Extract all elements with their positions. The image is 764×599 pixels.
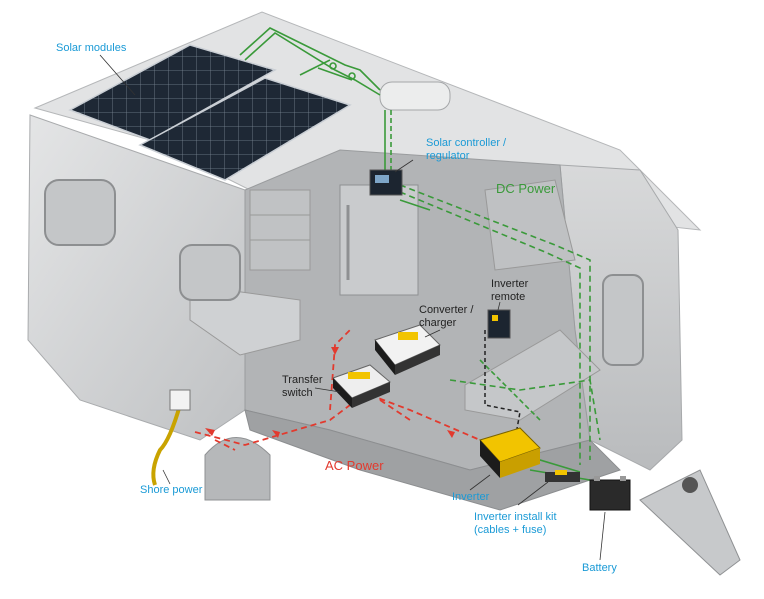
transfer-switch-device [332, 364, 391, 408]
shore-power-cable [151, 404, 182, 486]
leader-lines [99, 54, 606, 561]
label-transfer-switch: Transfer switch [282, 374, 323, 399]
shore-power-inlet [169, 389, 191, 411]
overhead-cabinet [484, 179, 576, 271]
label-shore-power: Shore power [140, 484, 203, 496]
shelf-unit [249, 189, 311, 271]
battery-device [589, 476, 631, 511]
label-inverter: Inverter [452, 491, 490, 503]
window-rear [602, 274, 644, 366]
fridge [339, 184, 419, 296]
solar-panel-2 [138, 77, 352, 181]
label-battery: Battery [582, 562, 617, 574]
label-solar-controller: Solar controller / regulator [426, 137, 507, 162]
dc-wiring [239, 27, 601, 481]
label-inverter-install-kit: Inverter install kit (cables + fuse) [474, 511, 557, 536]
wheel-arch [204, 437, 271, 501]
install-kit-device [545, 470, 580, 482]
seat-bench [189, 284, 301, 356]
ac-arrows [205, 347, 455, 438]
roof-vent [379, 81, 451, 111]
inverter-remote-device [487, 309, 511, 339]
window-door [179, 244, 241, 301]
label-inverter-remote: Inverter remote [491, 278, 529, 303]
rear-bench [464, 329, 601, 421]
label-solar-modules: Solar modules [56, 42, 127, 54]
inverter-device [479, 427, 541, 478]
label-dc-power: DC Power [496, 181, 556, 196]
solar-panel-1 [68, 44, 277, 141]
jockey-wheel [682, 477, 698, 493]
a-frame-drawbar [639, 469, 741, 576]
remote-cable [484, 330, 521, 441]
ac-wiring [194, 329, 481, 451]
caravan-floor [244, 409, 621, 511]
label-converter-charger: Converter / charger [419, 304, 474, 329]
label-ac-power: AC Power [325, 458, 384, 473]
converter-charger-device [374, 324, 441, 375]
window-left [44, 179, 116, 246]
